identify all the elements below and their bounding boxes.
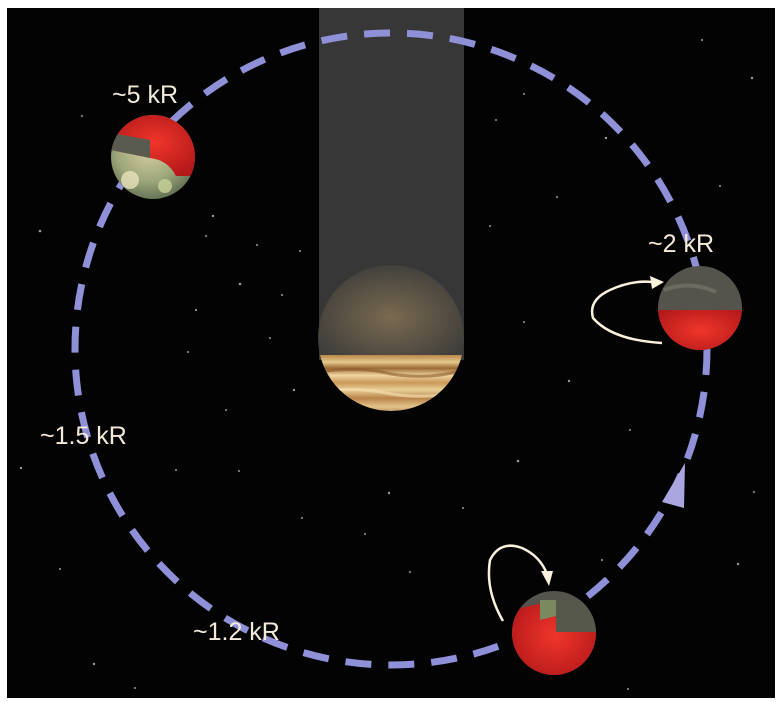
star-field <box>19 39 755 690</box>
curved-arrow-icon-bottom <box>487 544 553 622</box>
emission-label-1-2kR: ~1.2 kR <box>193 618 280 646</box>
curved-arrow-icon-right <box>590 276 664 345</box>
triangle-arrow-icon <box>662 463 685 508</box>
io-moon-bottom-right <box>512 591 596 675</box>
emission-label-1-5kR: ~1.5 kR <box>40 422 127 450</box>
io-moon-right <box>658 266 742 350</box>
emission-label-2kR: ~2 kR <box>648 230 715 258</box>
emission-label-5kR: ~5 kR <box>112 81 179 109</box>
io-moon-upper-left <box>111 115 195 199</box>
